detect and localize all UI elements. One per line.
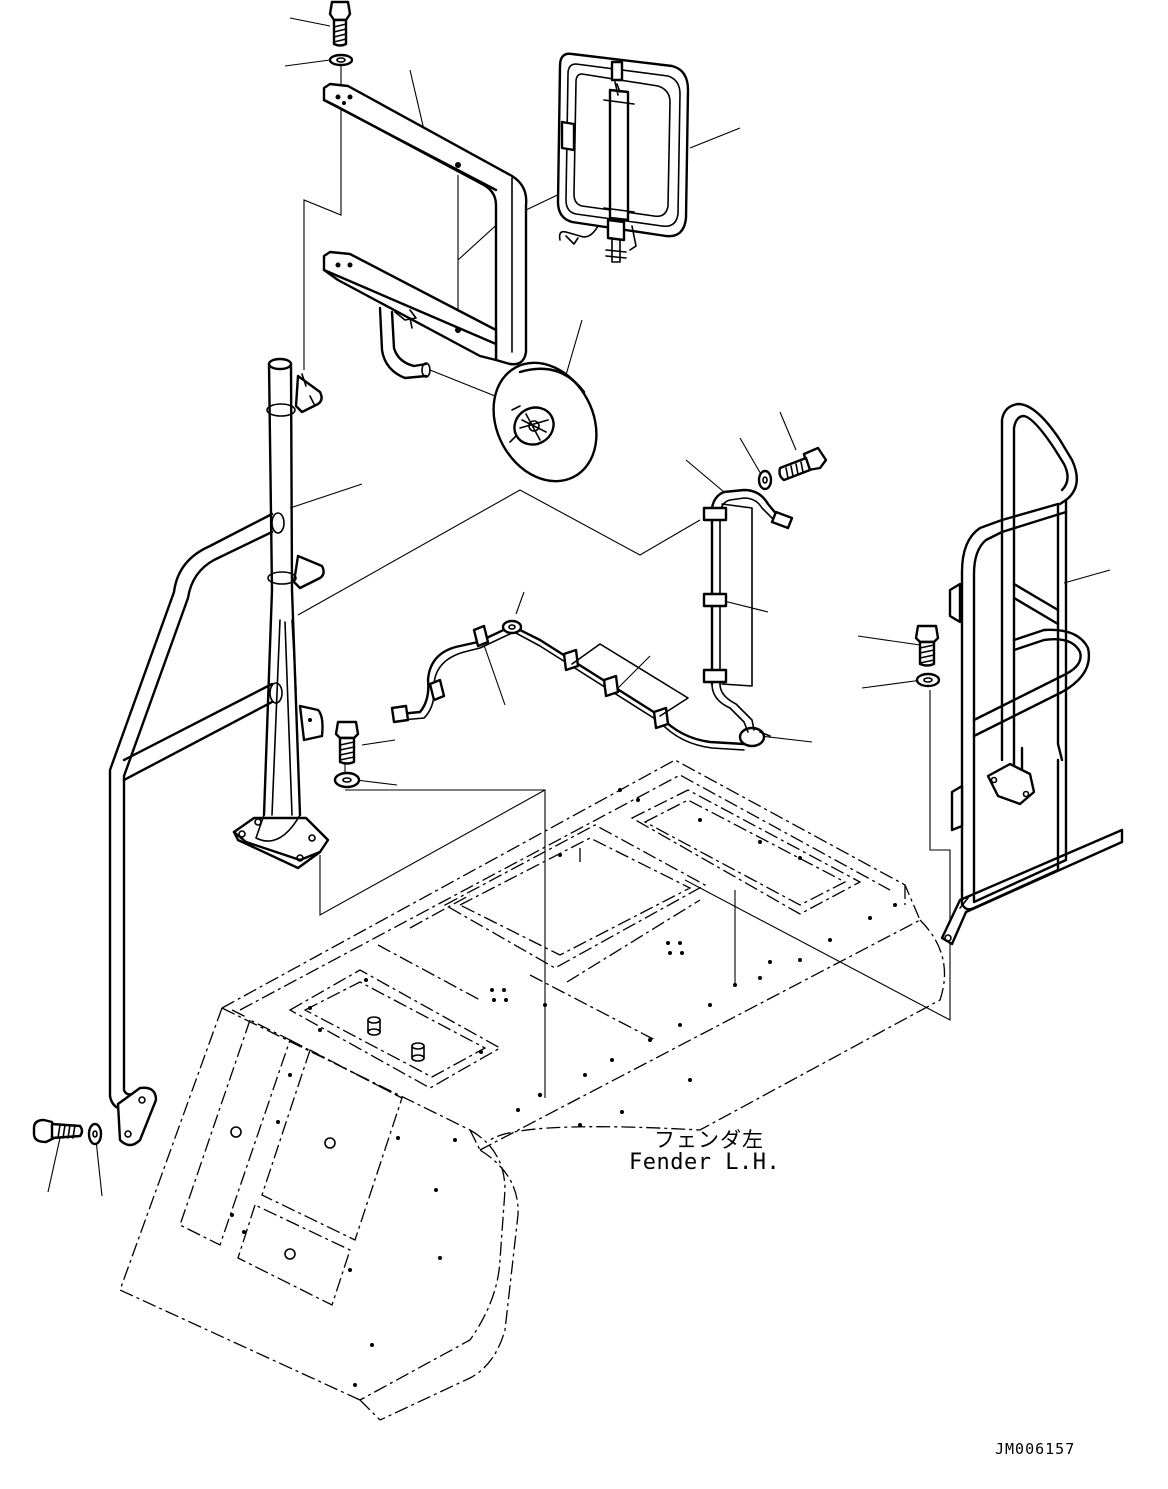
washer-top (328, 53, 354, 67)
harness-clip (702, 506, 728, 684)
washer-handrail (87, 1122, 103, 1146)
handrail-right (940, 402, 1124, 946)
bolt-harness (778, 446, 828, 482)
washer-pole (333, 771, 361, 789)
drawing-code: JM006157 (995, 1440, 1076, 1458)
leader-lines (47, 17, 1111, 1197)
rear-view-mirror (556, 52, 690, 263)
fender-label-english: Fender L.H. (629, 1150, 781, 1175)
bolt-top (328, 0, 352, 47)
wiring-harness-lower (390, 619, 771, 751)
bolt-right (914, 624, 940, 667)
bolt-handrail (32, 1118, 84, 1144)
mirror-bracket (322, 82, 528, 380)
handrail-left (108, 512, 285, 1147)
round-mirror (492, 361, 598, 483)
wiring-harness-upper (710, 488, 794, 733)
fender-label-japanese: フェンダ左 (654, 1128, 764, 1152)
bolt-pole (334, 720, 360, 765)
washer-right (915, 672, 941, 688)
washer-harness (757, 469, 773, 491)
fender-left-outline (119, 759, 946, 1421)
mirror-stay-pole (232, 357, 330, 870)
